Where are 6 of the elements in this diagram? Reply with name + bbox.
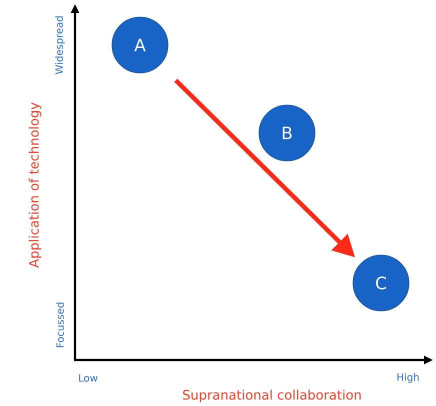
axis-title: Application of technology [28,102,42,268]
axis-label: Low [79,374,98,382]
axis-label: Widespread [55,16,65,74]
axis-label: High [398,373,419,383]
axis-label: Focussed [56,302,64,348]
axis-title: Supranational collaboration [183,390,361,402]
